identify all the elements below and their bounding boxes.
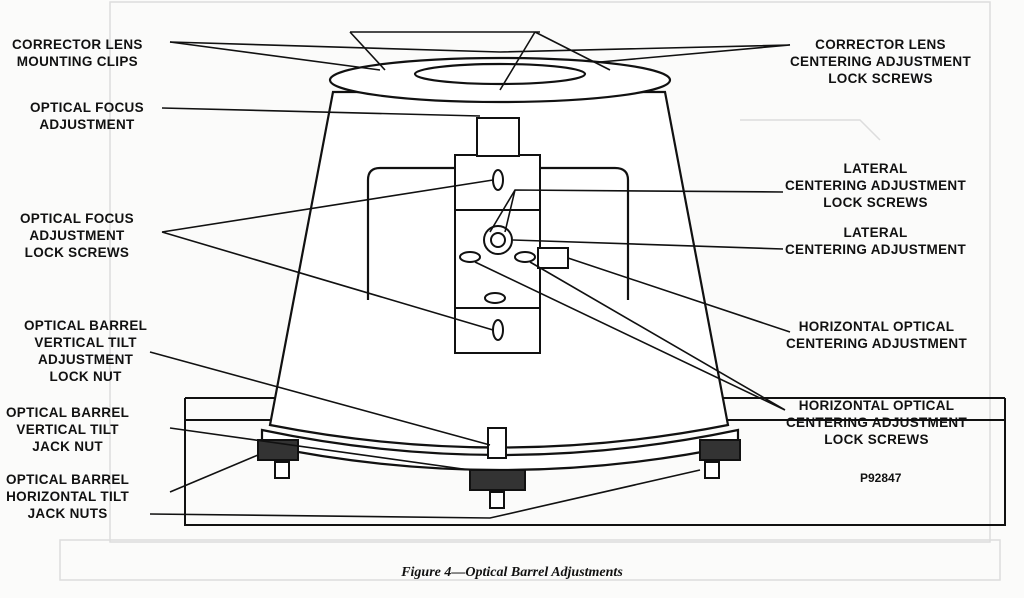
- label-horizontal-optical-centering: HORIZONTAL OPTICAL CENTERING ADJUSTMENT: [786, 318, 967, 352]
- label-lateral-centering-adjustment: LATERAL CENTERING ADJUSTMENT: [785, 224, 966, 258]
- label-line: ADJUSTMENT: [39, 117, 135, 132]
- label-line: HORIZONTAL TILT: [6, 489, 130, 504]
- label-line: OPTICAL FOCUS: [20, 211, 134, 226]
- label-line: LOCK SCREWS: [824, 432, 929, 447]
- label-corrector-lens-mounting-clips: CORRECTOR LENS MOUNTING CLIPS: [12, 36, 143, 70]
- label-horizontal-tilt-jack-nuts: OPTICAL BARREL HORIZONTAL TILT JACK NUTS: [6, 471, 129, 522]
- figure-code: P92847: [860, 471, 902, 485]
- label-vertical-tilt-jack-nut: OPTICAL BARREL VERTICAL TILT JACK NUT: [6, 404, 129, 455]
- label-line: CORRECTOR LENS: [815, 37, 946, 52]
- label-line: JACK NUT: [32, 439, 103, 454]
- label-vertical-tilt-lock-nut: OPTICAL BARREL VERTICAL TILT ADJUSTMENT …: [24, 317, 147, 385]
- label-line: OPTICAL BARREL: [6, 472, 130, 487]
- label-line: CORRECTOR LENS: [12, 37, 143, 52]
- label-line: LOCK SCREWS: [24, 245, 130, 260]
- label-optical-focus-lock-screws: OPTICAL FOCUS ADJUSTMENT LOCK SCREWS: [20, 210, 134, 261]
- label-line: CENTERING ADJUSTMENT: [786, 336, 968, 351]
- label-corrector-lens-centering-lock-screws: CORRECTOR LENS CENTERING ADJUSTMENT LOCK…: [790, 36, 971, 87]
- label-line: LOCK SCREWS: [823, 195, 928, 210]
- label-line: OPTICAL FOCUS: [30, 100, 144, 115]
- label-line: LOCK NUT: [49, 369, 122, 384]
- label-line: CENTERING ADJUSTMENT: [786, 415, 968, 430]
- label-line: CENTERING ADJUSTMENT: [785, 178, 967, 193]
- label-line: VERTICAL TILT: [34, 335, 137, 350]
- label-line: MOUNTING CLIPS: [16, 54, 138, 69]
- label-optical-focus-adjustment: OPTICAL FOCUS ADJUSTMENT: [30, 99, 144, 133]
- label-line: LATERAL: [843, 225, 908, 240]
- label-line: ADJUSTMENT: [29, 228, 125, 243]
- label-line: HORIZONTAL OPTICAL: [798, 319, 955, 334]
- adjustment-panel: [454, 117, 569, 354]
- label-line: VERTICAL TILT: [16, 422, 119, 437]
- label-horizontal-optical-centering-lock-screws: HORIZONTAL OPTICAL CENTERING ADJUSTMENT …: [786, 397, 967, 448]
- label-line: LOCK SCREWS: [828, 71, 933, 86]
- label-line: ADJUSTMENT: [37, 352, 134, 367]
- label-line: CENTERING ADJUSTMENT: [790, 54, 972, 69]
- label-line: OPTICAL BARREL: [24, 318, 148, 333]
- label-line: LATERAL: [843, 161, 908, 176]
- jack-nuts: [257, 427, 741, 509]
- figure-caption: Figure 4—Optical Barrel Adjustments: [401, 565, 623, 580]
- label-line: OPTICAL BARREL: [6, 405, 130, 420]
- leader-lines: [149, 31, 791, 519]
- background-showthrough: [59, 1, 1001, 581]
- label-line: HORIZONTAL OPTICAL: [798, 398, 955, 413]
- label-lateral-centering-lock-screws: LATERAL CENTERING ADJUSTMENT LOCK SCREWS: [785, 160, 966, 211]
- label-line: CENTERING ADJUSTMENT: [785, 242, 967, 257]
- label-line: JACK NUTS: [27, 506, 108, 521]
